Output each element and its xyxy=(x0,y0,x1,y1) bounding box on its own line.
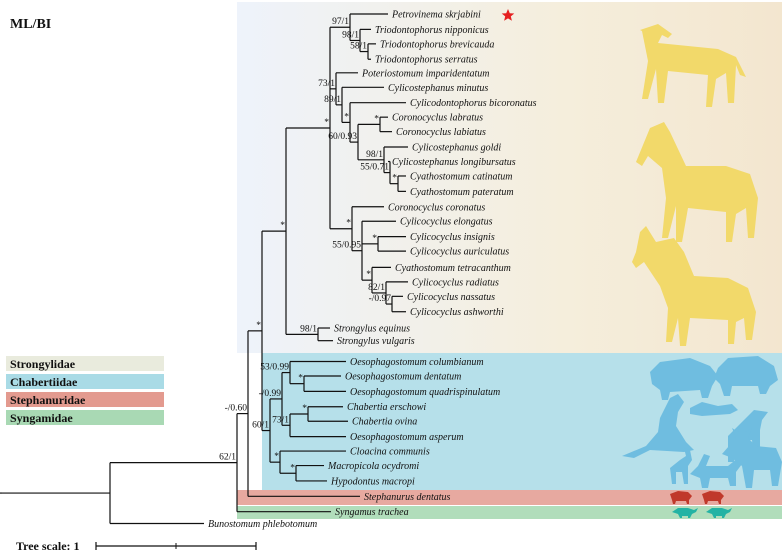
taxon-label: Oesophagostomum quadrispinulatum xyxy=(350,387,500,398)
syngamidae-background xyxy=(237,506,782,519)
taxon-label: Cylicodontophorus bicoronatus xyxy=(410,98,537,109)
taxon-label: Hypodontus macropi xyxy=(330,476,415,487)
taxon-label: Poteriostomum imparidentatum xyxy=(361,68,490,79)
support-value: * xyxy=(366,270,371,280)
support-value: 82/1 xyxy=(368,283,385,293)
taxon-label: Triodontophorus brevicauda xyxy=(380,39,494,50)
taxon-label: Cyathostomum pateratum xyxy=(410,187,514,198)
taxon-label: Oesophagostomum dentatum xyxy=(345,371,461,382)
support-value: * xyxy=(344,112,349,122)
taxon-label: Syngamus trachea xyxy=(335,507,409,518)
taxon-label: Cylicocyclus radiatus xyxy=(412,277,499,288)
taxon-label: Oesophagostomum asperum xyxy=(350,432,464,443)
boar-silhouette-icon xyxy=(714,356,778,396)
scale-bar: Tree scale: 1 xyxy=(16,539,257,553)
support-value: * xyxy=(374,114,379,124)
taxon-label: Petrovinema skrjabini xyxy=(391,10,481,21)
taxon-label: Cylicostephanus longibursatus xyxy=(392,157,516,168)
deer-silhouette-icon xyxy=(690,454,742,488)
deer-silhouette-icon xyxy=(722,424,782,488)
support-value: * xyxy=(302,404,307,414)
support-value: 97/1 xyxy=(332,17,349,27)
taxon-label: Cylicocyclus ashworthi xyxy=(410,307,504,318)
support-value: * xyxy=(392,174,397,184)
support-value: 55/0.71 xyxy=(360,163,389,173)
horse-silhouette-icon xyxy=(640,24,746,107)
bird-silhouette-icon xyxy=(706,508,732,518)
taxon-label: Macropicola ocydromi xyxy=(327,461,419,472)
support-value: 73/1 xyxy=(318,79,335,89)
support-value: 62/1 xyxy=(219,453,236,463)
support-value: 53/0.99 xyxy=(260,363,289,373)
taxon-label: Strongylus vulgaris xyxy=(337,336,415,347)
taxon-label: Oesophagostomum columbianum xyxy=(350,357,484,368)
legend-swatch-strongylidae xyxy=(6,356,164,371)
taxon-label: Cloacina communis xyxy=(350,447,430,458)
taxon-label: Coronocyclus labratus xyxy=(392,113,483,124)
taxon-label: Bunostomum phlebotomum xyxy=(208,519,317,530)
pig-silhouette-icon xyxy=(670,491,692,504)
support-value: 98/1 xyxy=(342,30,359,40)
tree-title: ML/BI xyxy=(10,17,51,32)
support-value: 98/1 xyxy=(366,150,383,160)
support-value: 60/0.93 xyxy=(328,132,357,142)
star-icon xyxy=(501,9,515,21)
taxon-label: Coronocyclus labiatus xyxy=(396,127,486,138)
donkey-silhouette-icon xyxy=(632,226,756,346)
taxon-label: Cylicocyclus auriculatus xyxy=(410,247,509,258)
support-value: -/0.99 xyxy=(259,389,282,399)
legend-swatch-syngamidae xyxy=(6,410,164,425)
taxon-label: Strongylus equinus xyxy=(334,324,410,335)
taxon-label: Stephanurus dentatus xyxy=(364,492,450,503)
taxon-label: Cylicocyclus insignis xyxy=(410,232,495,243)
support-value: * xyxy=(280,221,285,231)
support-value: * xyxy=(290,463,295,473)
support-value: -/0.60 xyxy=(225,404,248,414)
horse-silhouette-icon xyxy=(636,122,758,242)
stephanuridae-background xyxy=(237,490,782,505)
support-value: * xyxy=(324,118,329,128)
support-value: -/0.97 xyxy=(369,294,392,304)
support-value: 73/1 xyxy=(272,415,289,425)
taxon-label: Triodontophorus serratus xyxy=(375,55,478,66)
pig-silhouette-icon xyxy=(650,358,718,400)
taxon-label: Cylicostephanus minutus xyxy=(388,83,488,94)
support-value: * xyxy=(372,234,377,244)
legend-label: Syngamidae xyxy=(10,411,73,425)
taxon-label: Cylicocyclus nassatus xyxy=(407,292,495,303)
support-value: 89/1 xyxy=(324,95,341,105)
taxon-label: Chabertia erschowi xyxy=(347,402,426,413)
legend: Strongylidae Chabertiidae Stephanuridae … xyxy=(6,356,164,425)
taxon-label: Cylicostephanus goldi xyxy=(412,143,501,154)
support-value: * xyxy=(274,452,279,462)
bird-silhouette-icon xyxy=(672,508,698,518)
scale-label: Tree scale: 1 xyxy=(16,539,80,553)
rodent-silhouette-icon xyxy=(690,402,738,416)
small-deer-silhouette-icon xyxy=(670,448,692,484)
pig-silhouette-icon xyxy=(702,491,724,504)
support-value: 58/1 xyxy=(350,42,367,52)
taxon-label: Cyathostomum catinatum xyxy=(410,171,513,182)
kangaroo-silhouette-icon xyxy=(622,394,694,458)
taxon-label: Coronocyclus coronatus xyxy=(388,202,485,213)
legend-swatch-stephanuridae xyxy=(6,392,164,407)
legend-label: Chabertiidae xyxy=(10,375,78,389)
taxon-label: Cyathostomum tetracanthum xyxy=(395,263,511,274)
legend-label: Stephanuridae xyxy=(10,393,86,407)
taxon-label: Triodontophorus nipponicus xyxy=(375,25,489,36)
taxon-label: Chabertia ovina xyxy=(352,417,417,428)
taxon-label: Cylicocyclus elongatus xyxy=(400,217,493,228)
support-value: 60/1 xyxy=(252,421,269,431)
support-value: * xyxy=(298,374,303,384)
tree-branches xyxy=(0,13,408,525)
legend-swatch-chabertiidae xyxy=(6,374,164,389)
support-value: * xyxy=(346,219,351,229)
legend-label: Strongylidae xyxy=(10,357,76,371)
support-value: * xyxy=(256,321,261,331)
support-values: 58/198/197/1**55/0.7198/160/0.93*89/173/… xyxy=(219,17,397,473)
support-value: 55/0.95 xyxy=(332,241,361,251)
support-value: 98/1 xyxy=(300,324,317,334)
